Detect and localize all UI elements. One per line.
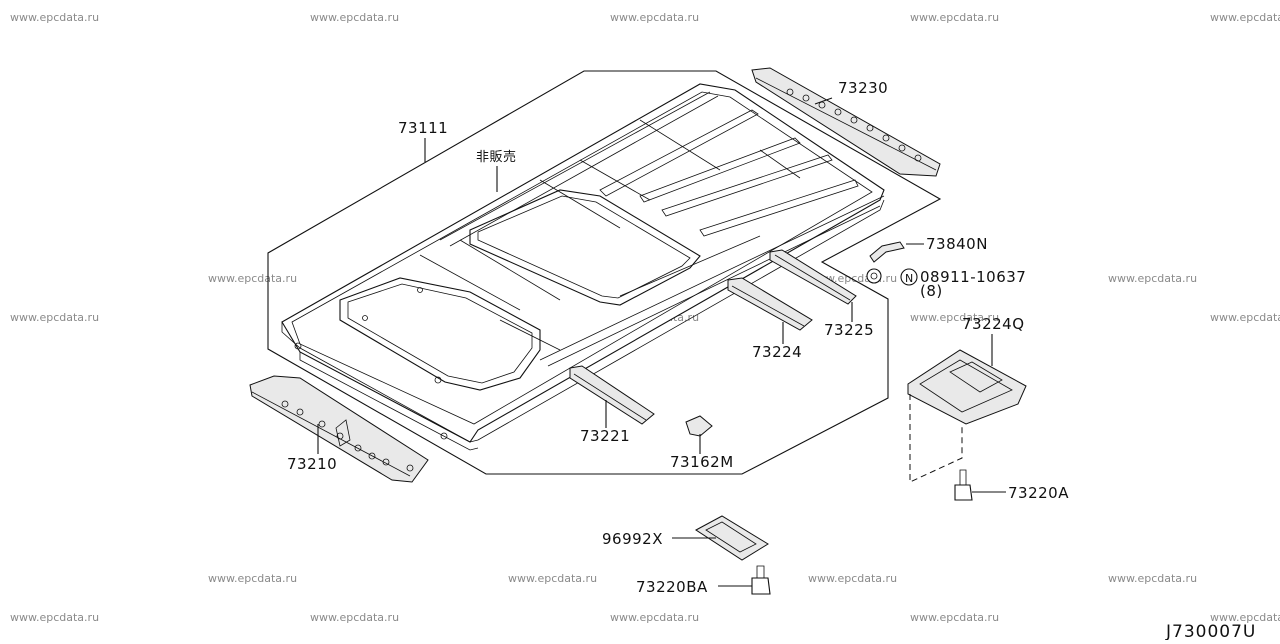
diagram-code: J730007U [1165,622,1256,640]
label-hihanbai: 非販売 [476,149,517,165]
watermark: www.epcdata.ru [208,272,297,285]
dashed-guide [909,394,963,483]
watermark: www.epcdata.ru [610,11,699,24]
label-73224Q: 73224Q [962,315,1025,333]
roof-bow-73224[interactable] [727,277,813,331]
watermark: www.epcdata.ru [910,611,999,624]
watermark: www.epcdata.ru [1210,11,1280,24]
label-73210: 73210 [287,455,337,473]
label-73162M: 73162M [670,453,734,471]
label-73111: 73111 [398,119,448,137]
watermark: www.epcdata.ru [910,311,999,324]
watermark: www.epcdata.ru [310,11,399,24]
watermark: www.epcdata.ru [10,11,99,24]
assembly-outline [267,70,942,475]
label-73221: 73221 [580,427,630,445]
n-symbol [900,268,918,286]
label-08911-circle: N [905,272,914,285]
watermark: www.epcdata.ru [10,611,99,624]
roof-bow-73225[interactable] [769,249,857,305]
watermark: www.epcdata.ru [808,572,897,585]
label-08911-10637: 08911-10637 [920,268,1026,286]
label-73225: 73225 [824,321,874,339]
label-73224: 73224 [752,343,802,361]
label-73840N: 73840N [926,235,988,253]
pad-73224Q[interactable] [907,349,1027,425]
label-73220A: 73220A [1008,484,1069,502]
roof-panel-73111[interactable] [281,83,885,451]
nut-08911[interactable] [866,268,882,284]
watermark: www.epcdata.ru [10,311,99,324]
pad-96992X[interactable] [695,515,769,561]
watermark: www.epcdata.ru [508,572,597,585]
watermark: www.epcdata.ru [910,11,999,24]
clip-73162M[interactable] [685,415,713,437]
clip-73220A[interactable] [954,469,973,501]
front-rail-73230[interactable] [751,67,941,177]
rear-rail-73210[interactable] [249,375,429,483]
label-08911-qty: (8) [920,282,943,300]
label-73220BA: 73220BA [636,578,708,596]
clip-73840N[interactable] [869,241,905,263]
roof-bow-73221[interactable] [569,365,655,425]
watermark: www.epcdata.ru [310,611,399,624]
clip-73220BA[interactable] [751,565,771,595]
watermark: www.epcdata.ru [1108,272,1197,285]
watermark: www.epcdata.ru [208,572,297,585]
label-73230: 73230 [838,79,888,97]
watermark: www.epcdata.ru [610,611,699,624]
watermark: www.epcdata.ru [1210,311,1280,324]
leader-lines [317,97,1006,587]
label-96992X: 96992X [602,530,663,548]
watermark: www.epcdata.ru [1210,611,1280,624]
watermark: www.epcdata.ru [1108,572,1197,585]
